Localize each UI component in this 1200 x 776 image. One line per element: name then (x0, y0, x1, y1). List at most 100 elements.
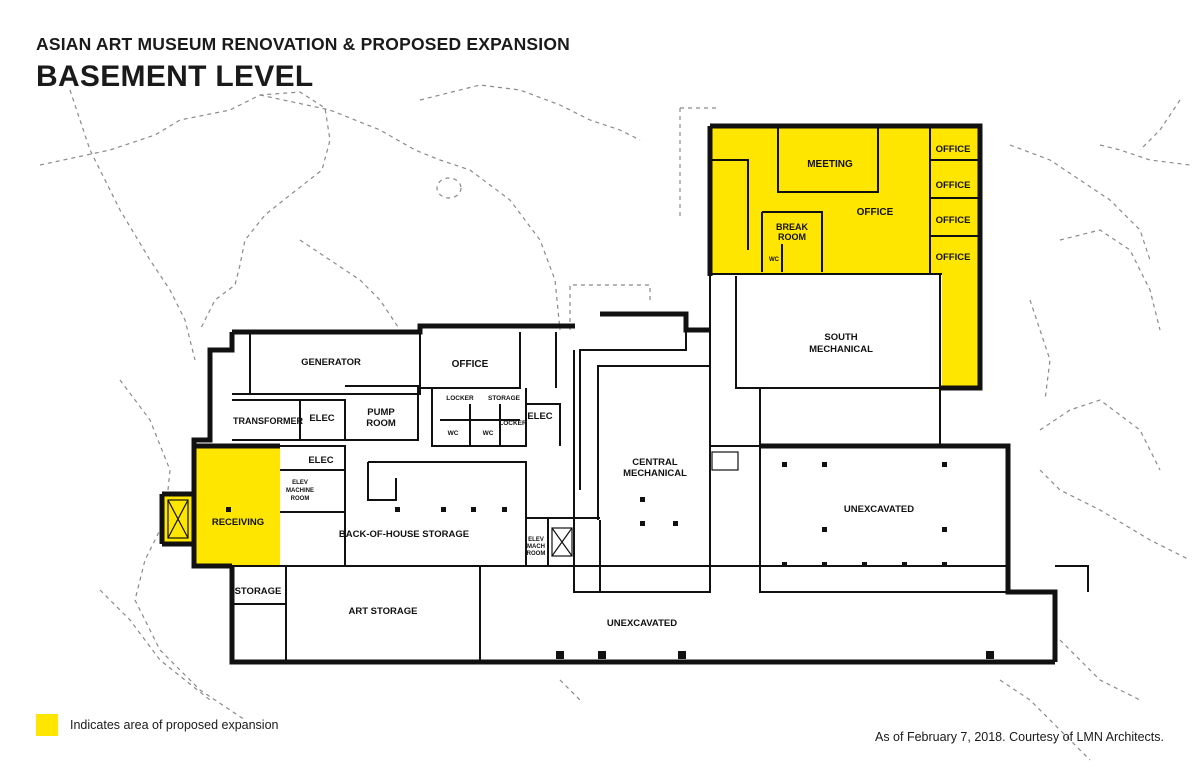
wall-stairs-center (573, 350, 600, 593)
room-label-elev: ELEV (528, 537, 544, 543)
column (862, 562, 867, 567)
legend-swatch-expansion (36, 714, 58, 736)
legend: Indicates area of proposed expansion (36, 714, 278, 736)
column (678, 651, 686, 659)
landscape-path-right-6 (1039, 469, 1191, 561)
room-label-back-of-house-storage: BACK-OF-HOUSE STORAGE (339, 529, 469, 540)
expansion-areas (162, 128, 978, 566)
room-label-locker: LOCKER (446, 395, 474, 402)
wall-pump-room (345, 385, 419, 441)
room-label-generator: GENERATOR (301, 357, 361, 368)
wall-central-mech-2 (710, 445, 1008, 593)
wall-office-center (419, 332, 557, 389)
wall-elev-machine (280, 469, 346, 513)
freight-elevator (711, 451, 739, 471)
column (902, 562, 907, 567)
expansion-area-receiving (196, 446, 280, 566)
wall-east (760, 443, 1058, 662)
wall-art-unex (286, 565, 1008, 662)
landscape-path-bottom-center (559, 679, 581, 701)
landscape-path-right-4 (1029, 299, 1051, 401)
landscape-path-bottom-left-2 (99, 589, 211, 701)
wall-north-corridor (600, 311, 710, 333)
expansion-area-east-strip (942, 274, 978, 386)
wall-storage-art (231, 566, 287, 662)
landscape-path-right-3 (1059, 229, 1161, 331)
landscape-circle (436, 177, 462, 199)
landscape-path-bottom-right (999, 679, 1091, 761)
landscape-path-right (1009, 144, 1151, 261)
room-label-wc: WC (769, 257, 780, 263)
room-label-elev-machine-room: ROOM (291, 496, 310, 502)
column (598, 651, 606, 659)
wall-northeast-block (710, 123, 983, 391)
room-label-locker: LOCKER (499, 420, 527, 427)
column (942, 527, 947, 532)
room-label-wc: WC (483, 430, 494, 437)
column (441, 507, 446, 512)
wall-loading-dock (159, 491, 194, 547)
wall-lockers-wc (431, 388, 561, 447)
room-label-elev-machine: MACHINE (286, 488, 314, 494)
service-elevator-cross (551, 527, 573, 557)
room-label-unexcavated: UNEXCAVATED (607, 618, 677, 629)
column (226, 507, 231, 512)
column (822, 562, 827, 567)
room-label-office: OFFICE (936, 180, 971, 191)
plan-subtitle: ASIAN ART MUSEUM RENOVATION & PROPOSED E… (36, 34, 570, 54)
room-label-south: SOUTH (824, 332, 857, 343)
wall-south-mech (735, 274, 941, 446)
room-label-art-storage: ART STORAGE (349, 606, 418, 617)
landscape-outlines (39, 84, 1191, 761)
column (822, 527, 827, 532)
landscape-path-center (259, 94, 561, 331)
room-label-office: OFFICE (936, 215, 971, 226)
room-label-pump-room: ROOM (366, 418, 396, 429)
wall-central-mech (599, 365, 711, 593)
landscape-path-left (39, 91, 331, 331)
room-label-office-center: OFFICE (452, 359, 489, 370)
room-label-break-room: ROOM (778, 232, 806, 242)
column (673, 521, 678, 526)
landscape-path-bottom-right-2 (1059, 639, 1141, 701)
credit-line: As of February 7, 2018. Courtesy of LMN … (874, 730, 1164, 744)
wall-corridor-ne-2 (579, 330, 687, 490)
room-label-unexcavated: UNEXCAVATED (844, 504, 914, 515)
landscape-path-top-box (569, 107, 720, 330)
room-label-storage-small: STORAGE (488, 395, 521, 402)
landscape-path-right-5 (1039, 399, 1161, 471)
service-elevator (551, 527, 573, 557)
column (942, 562, 947, 567)
column (942, 462, 947, 467)
wall-ne-interior-1 (712, 126, 978, 275)
landscape-path-right-7 (1139, 99, 1181, 151)
room-label-pump: PUMP (367, 407, 395, 418)
room-labels: OFFICE OFFICE OFFICE OFFICE MEETING OFFI… (212, 144, 971, 629)
column (782, 562, 787, 567)
wall-break-room (761, 211, 823, 272)
landscape-path-bottom-left (119, 379, 246, 721)
wall-right-stairs (1008, 565, 1089, 593)
room-label-elec: ELEC (527, 411, 552, 422)
wall-meeting (777, 128, 879, 193)
wall-boh-inner (367, 462, 397, 501)
interior-walls (210, 126, 1089, 662)
room-label-elev-mach: MACH (527, 544, 545, 550)
column (556, 651, 564, 659)
room-label-elec: ELEC (309, 413, 334, 424)
landscape-path-far-left (69, 89, 196, 361)
column (471, 507, 476, 512)
room-label-storage: STORAGE (235, 586, 282, 597)
column (395, 507, 400, 512)
loading-elevator (167, 499, 189, 539)
plan-title: BASEMENT LEVEL (36, 60, 314, 93)
room-label-meeting: MEETING (807, 159, 853, 170)
landscape-path-right-2 (1099, 144, 1191, 166)
column (986, 651, 994, 659)
room-label-receiving: RECEIVING (212, 517, 264, 528)
column (782, 462, 787, 467)
landscape-path-top (419, 84, 641, 141)
room-label-transformer: TRANSFORMER (233, 416, 303, 426)
wall-transformer-elec (232, 399, 346, 441)
